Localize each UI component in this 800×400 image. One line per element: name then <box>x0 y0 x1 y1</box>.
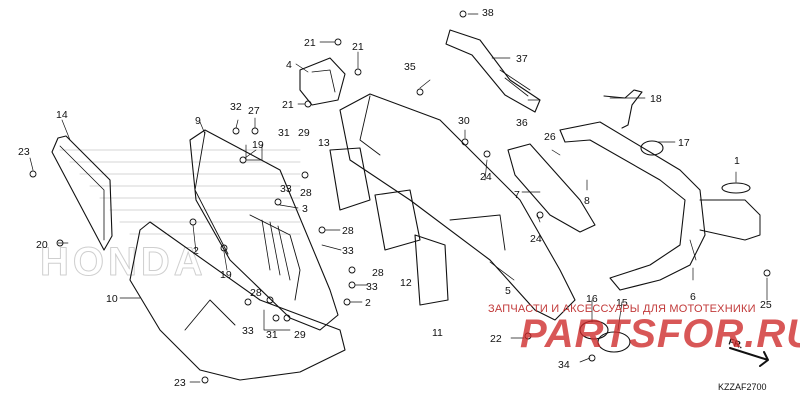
exhaust-header-pipe <box>559 121 706 291</box>
callout-33: 33 <box>366 281 378 293</box>
callout-19: 19 <box>252 139 264 151</box>
callout-28: 28 <box>342 225 354 237</box>
inner-panel-11 <box>414 234 449 306</box>
callout-5: 5 <box>505 285 511 297</box>
inner-panel-13 <box>329 147 371 211</box>
callout-13: 13 <box>318 137 330 149</box>
callout-24: 24 <box>530 233 542 245</box>
callout-32: 32 <box>230 101 242 113</box>
honda-lettering: HONDA <box>40 240 207 284</box>
callout-21: 21 <box>352 41 364 53</box>
callout-21: 21 <box>304 37 316 49</box>
callout-16: 16 <box>586 293 598 305</box>
watermark-caption: ЗАПЧАСТИ И АКСЕССУАРЫ ДЛЯ МОТОТЕХНИКИ <box>488 303 756 315</box>
callout-6: 6 <box>690 291 696 303</box>
callout-19: 19 <box>220 269 232 281</box>
callout-15: 15 <box>616 297 628 309</box>
callout-7: 7 <box>514 189 520 201</box>
callout-34: 34 <box>558 359 570 371</box>
silencer-tube <box>339 93 576 321</box>
callout-labels: 1 2 2 3 4 5 6 7 8 9 10 11 12 13 14 15 16… <box>18 7 772 389</box>
header-heat-guard <box>507 143 596 233</box>
callout-10: 10 <box>106 293 118 305</box>
callout-21: 21 <box>282 99 294 111</box>
joint-ring <box>579 320 609 340</box>
muffler-body <box>189 129 339 331</box>
callout-2: 2 <box>365 297 371 309</box>
diagram-code: KZZAF2700 <box>718 382 767 392</box>
callout-37: 37 <box>516 53 528 65</box>
callout-23: 23 <box>18 146 30 158</box>
callout-38: 38 <box>482 7 494 19</box>
band-clamp <box>597 331 631 353</box>
watermark-logo: PARTSFOR.RU <box>520 312 800 356</box>
callout-23: 23 <box>174 377 186 389</box>
callout-31: 31 <box>266 329 278 341</box>
callout-28: 28 <box>250 287 262 299</box>
o2-sensor <box>603 89 643 129</box>
inner-panel-12 <box>374 189 421 251</box>
callout-29: 29 <box>298 127 310 139</box>
callout-22: 22 <box>490 333 502 345</box>
honda-wing-logo <box>59 149 301 235</box>
leader-lines <box>29 13 768 383</box>
callout-20: 20 <box>36 239 48 251</box>
callout-24: 24 <box>480 171 492 183</box>
callout-9: 9 <box>195 115 201 127</box>
callout-27: 27 <box>248 105 260 117</box>
callout-33: 33 <box>342 245 354 257</box>
rear-guard-plate <box>51 135 113 251</box>
callout-11: 11 <box>432 327 443 339</box>
end-cap <box>299 57 346 106</box>
callout-26: 26 <box>544 131 556 143</box>
callout-8: 8 <box>584 195 590 207</box>
muffler-outer-cover <box>129 221 346 381</box>
callout-33: 33 <box>242 325 254 337</box>
callout-33: 33 <box>280 183 292 195</box>
callout-2: 2 <box>193 245 199 257</box>
callout-29: 29 <box>294 329 306 341</box>
callout-3: 3 <box>302 203 308 215</box>
front-arrow <box>729 347 769 367</box>
callout-31: 31 <box>278 127 290 139</box>
callout-18: 18 <box>650 93 662 105</box>
callout-30: 30 <box>458 115 470 127</box>
callout-25: 25 <box>760 299 772 311</box>
callout-35: 35 <box>404 61 416 73</box>
front-direction-label: FR. <box>727 336 744 350</box>
gasket <box>721 182 751 194</box>
callout-1: 1 <box>734 155 740 167</box>
callout-36: 36 <box>516 117 528 129</box>
callout-28: 28 <box>300 187 312 199</box>
pipe-clamp <box>640 140 664 156</box>
callout-17: 17 <box>678 137 690 149</box>
callout-28: 28 <box>372 267 384 279</box>
callout-12: 12 <box>400 277 412 289</box>
upper-pipe <box>445 29 541 113</box>
callout-4: 4 <box>286 59 292 71</box>
callout-14: 14 <box>56 109 68 121</box>
